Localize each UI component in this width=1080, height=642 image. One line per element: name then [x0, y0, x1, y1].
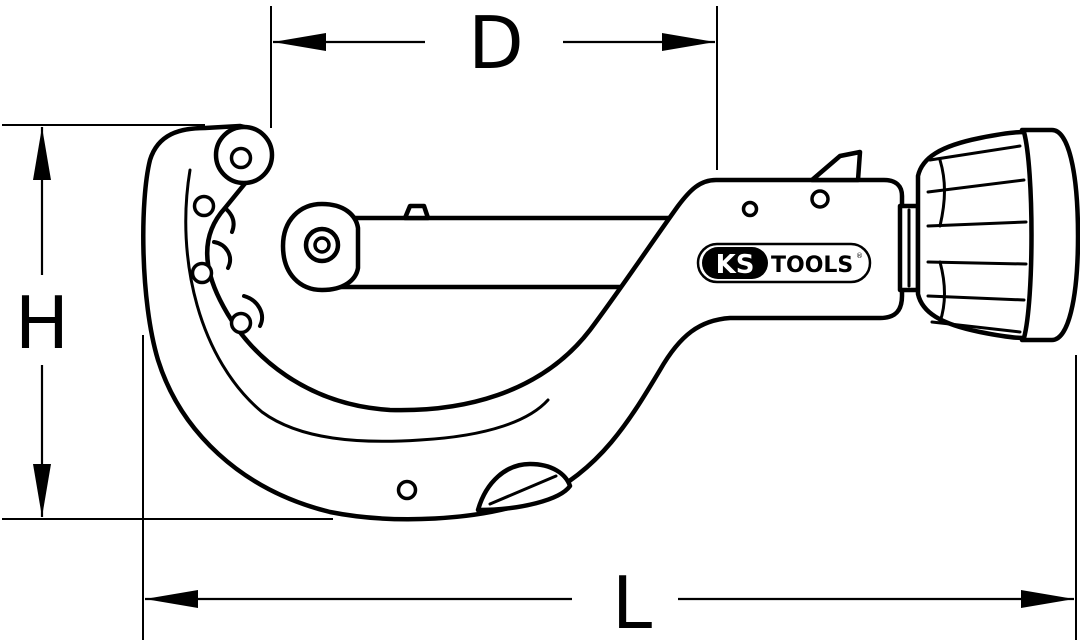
logo-ks-text: KS — [716, 250, 755, 280]
frame-hole-5 — [396, 479, 418, 501]
dimension-l-label: L — [612, 561, 652, 642]
dimension-d-arrow-left — [273, 33, 326, 51]
dimension-h: H — [2, 124, 333, 520]
frame-inner-edge — [184, 168, 550, 443]
adjustment-knob — [915, 127, 1080, 343]
frame-hole-6 — [741, 200, 759, 218]
dimension-d-arrow-right — [662, 33, 715, 51]
deburr-blade — [809, 149, 863, 183]
dimension-h-arrow-bottom — [33, 464, 51, 517]
jaw-teeth — [212, 206, 264, 328]
dimension-d-label: D — [468, 1, 523, 85]
pipe-cutter: KS TOOLS ® — [141, 123, 1080, 522]
frame-hole-7 — [810, 189, 830, 209]
frame-body — [141, 123, 905, 522]
frame-hole-1 — [229, 146, 253, 170]
frame-hole-4 — [229, 311, 253, 335]
dimension-h-arrow-top — [33, 127, 51, 180]
dimension-d: D — [270, 1, 718, 170]
dimension-l-arrow-left — [145, 590, 198, 608]
frame-hole-3 — [190, 261, 214, 285]
frame-hole-2 — [192, 194, 216, 218]
cutting-wheel — [280, 201, 361, 293]
logo-registered-mark: ® — [856, 252, 863, 260]
ks-tools-logo: KS TOOLS ® — [696, 242, 872, 284]
dimension-l: L — [142, 335, 1077, 642]
dimension-l-arrow-right — [1021, 590, 1074, 608]
dimension-h-label: H — [15, 281, 69, 365]
logo-tools-text: TOOLS — [771, 253, 853, 278]
